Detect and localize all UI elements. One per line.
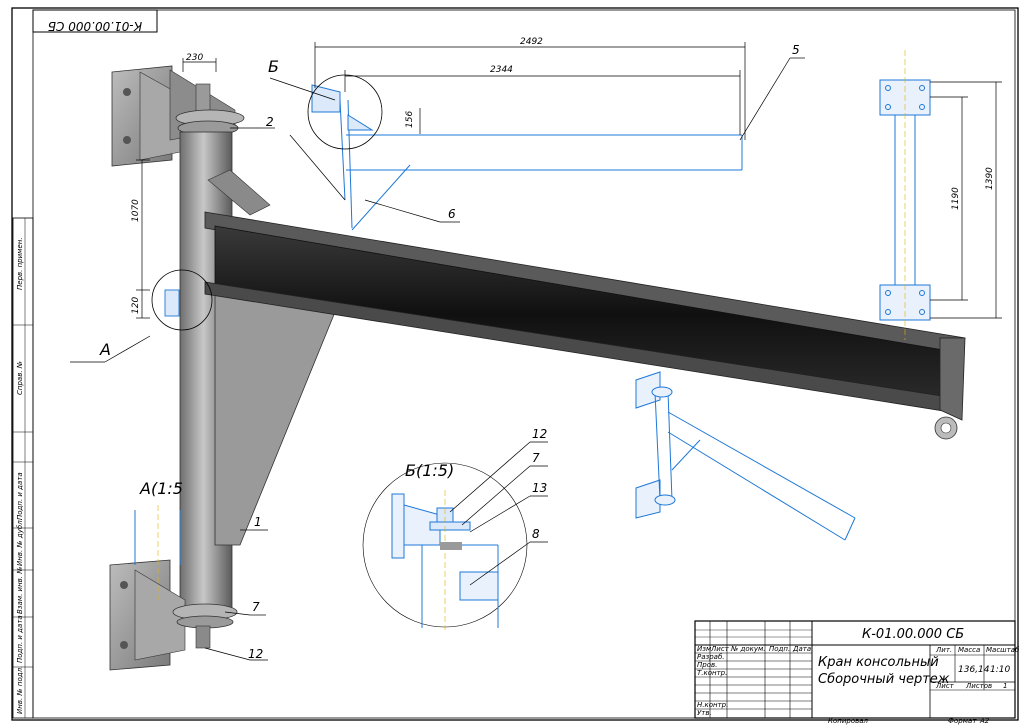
support-gusset — [214, 289, 336, 546]
role-4: Н.контр. — [697, 701, 728, 709]
col-header-2: № докум. — [730, 645, 766, 653]
col-header-0: Изм — [697, 645, 712, 653]
callout-12: 12 — [248, 647, 263, 661]
callout-5: 5 — [792, 43, 800, 57]
side-cell-3: Инв. № дубл. — [16, 518, 24, 566]
title-name-line1: Кран консольный — [818, 655, 939, 670]
dim-230: 230 — [186, 53, 203, 63]
mass-label: Масса — [958, 646, 980, 654]
bottom-wall-bracket — [109, 559, 238, 671]
format-label: Формат — [948, 717, 977, 725]
side-cell-6: Инв. № подл. — [16, 666, 24, 714]
dim-2344: 2344 — [490, 65, 513, 75]
side-cell-1: Справ. № — [16, 361, 24, 395]
sheet-label: Лист — [935, 682, 955, 690]
detail-b-callout-12: 12 — [532, 427, 547, 441]
scale-label: Масштаб — [986, 646, 1020, 654]
scale-value: 1:10 — [990, 665, 1010, 675]
sheets-label: Листов — [965, 682, 992, 690]
main-i-beam — [204, 211, 966, 440]
detail-b-callout-8: 8 — [532, 527, 540, 541]
detail-b-view — [362, 462, 528, 630]
mass-value: 136,14 — [958, 665, 990, 675]
col-header-4: Дата — [792, 645, 811, 653]
title-block: К-01.00.000 СБ Кран консольный Сборочный… — [694, 620, 1020, 725]
detail-circle-a — [151, 269, 213, 331]
detail-b-callout-13: 13 — [532, 481, 547, 495]
format-value: А2 — [979, 717, 990, 725]
top-wall-bracket — [111, 65, 245, 167]
role-5: Утв. — [697, 709, 712, 717]
copied-label: Копировал — [828, 717, 869, 725]
side-strip: Перв. примен. Справ. № Подп. и дата Инв.… — [12, 217, 34, 719]
sheets-value: 1 — [1003, 682, 1007, 690]
side-cell-2: Подп. и дата — [16, 472, 24, 520]
col-header-3: Подп. — [769, 645, 790, 653]
view-b-title: Б(1:5) — [405, 461, 454, 480]
title-name-line2: Сборочный чертеж — [818, 672, 950, 687]
dim-1390: 1390 — [985, 167, 995, 190]
top-projection-view — [311, 84, 743, 231]
side-cell-4: Взам. инв. № — [16, 566, 24, 614]
detail-a-view — [134, 505, 181, 600]
dim-2492: 2492 — [520, 37, 543, 47]
side-cell-5: Подп. и дата — [16, 615, 24, 663]
dim-120: 120 — [131, 297, 141, 314]
callout-7: 7 — [252, 600, 260, 614]
col-header-1: Лист — [710, 645, 730, 653]
side-cell-0: Перв. примен. — [16, 237, 24, 290]
inverted-stamp: К-01.00.000 СБ — [32, 9, 158, 33]
callout-6: 6 — [448, 207, 456, 221]
crane-main-view — [109, 65, 966, 671]
dimension-lines-top — [182, 42, 746, 140]
callout-1: 1 — [254, 515, 262, 529]
dim-1190: 1190 — [951, 187, 961, 210]
dim-156: 156 — [405, 111, 415, 128]
title-designation: К-01.00.000 СБ — [862, 627, 964, 642]
role-0: Разраб. — [697, 653, 725, 661]
lit-label: Лит. — [935, 646, 952, 654]
dimension-lines-left — [136, 159, 150, 319]
view-b-letter: Б — [268, 57, 279, 76]
role-1: Пров. — [697, 661, 717, 669]
dimension-lines-right — [930, 81, 1002, 319]
dim-1070: 1070 — [131, 199, 141, 222]
leader-lines — [70, 57, 805, 661]
callout-2: 2 — [266, 115, 274, 129]
view-a-letter: А — [99, 340, 111, 359]
role-2: Т.контр. — [697, 669, 727, 677]
detail-b-callout-7: 7 — [532, 451, 540, 465]
inverted-stamp-code: К-01.00.000 СБ — [48, 19, 142, 33]
view-a-title: А(1:5 — [139, 479, 183, 498]
side-projection-view — [879, 50, 931, 340]
isometric-projection-view — [635, 371, 856, 541]
